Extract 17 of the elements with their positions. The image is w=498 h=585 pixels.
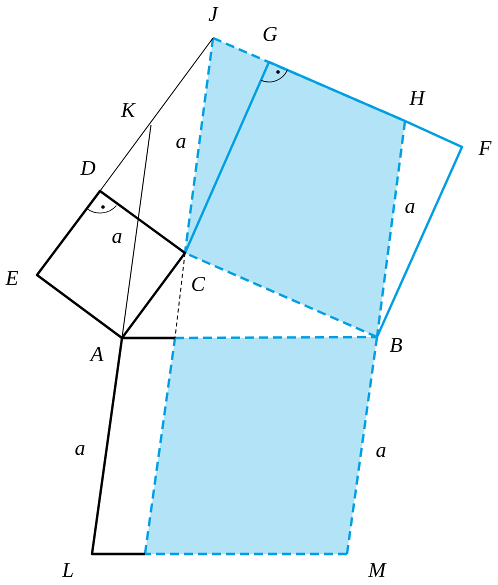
side-label: a bbox=[376, 446, 386, 458]
point-label: B bbox=[390, 338, 402, 352]
point-label: A bbox=[89, 347, 104, 361]
side-label: a bbox=[112, 232, 122, 244]
point-label: K bbox=[120, 103, 136, 117]
point-label: G bbox=[264, 26, 278, 42]
point-label: L bbox=[62, 563, 73, 577]
point-label: D bbox=[80, 161, 96, 175]
point-label: H bbox=[409, 91, 426, 105]
point-label: E bbox=[5, 271, 18, 285]
side-label: a bbox=[405, 202, 414, 214]
point-label: F bbox=[478, 141, 492, 155]
point-label: J bbox=[208, 7, 218, 21]
side-label: a bbox=[176, 138, 186, 148]
point-label: M bbox=[368, 563, 387, 577]
point-label: C bbox=[192, 276, 206, 292]
side-label: a bbox=[75, 444, 84, 456]
